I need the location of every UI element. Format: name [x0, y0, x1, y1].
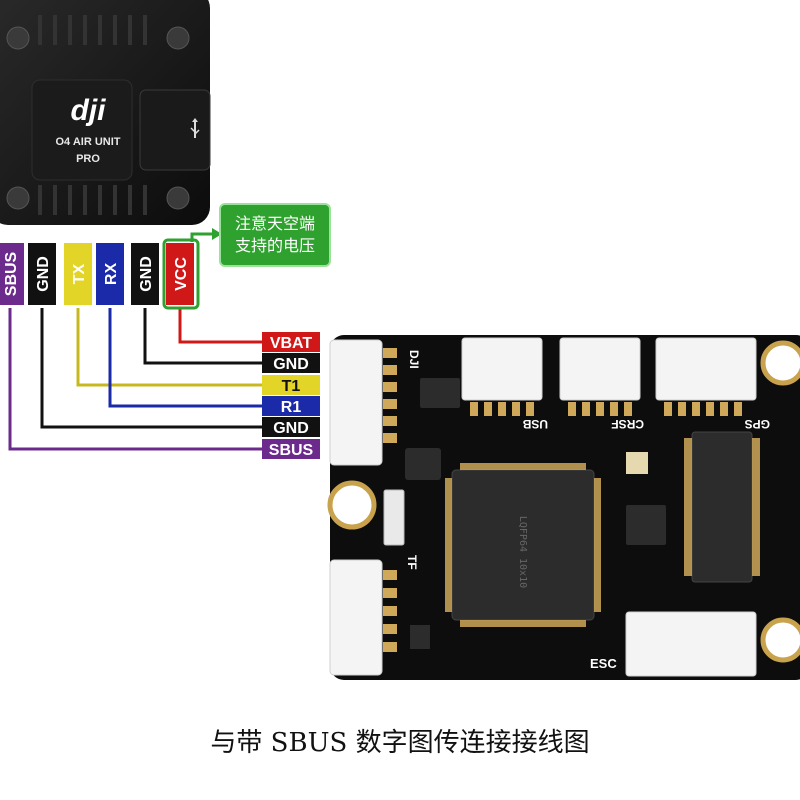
fc-pin-r1: R1: [262, 396, 320, 416]
wire-gnd-1: [40, 308, 262, 429]
note-line2: 支持的电压: [234, 236, 315, 255]
pin-swatch: [262, 417, 320, 437]
flight-controller-board: LQFP64 10x10 DJI USB CRSF GPS TF ESC: [327, 335, 800, 680]
usb-icon: [190, 118, 200, 138]
pin-swatch: [64, 243, 92, 305]
pin-swatch: [0, 243, 24, 305]
fc-pin-gnd: GND: [262, 417, 320, 437]
pin-label: R1: [281, 399, 302, 416]
wire-gnd-4: [143, 308, 262, 365]
air-unit-pin-gnd: GND: [28, 243, 56, 305]
pin-label: TX: [71, 263, 88, 284]
model-line1: O4 AIR UNIT: [56, 136, 121, 148]
pin-label: GND: [138, 256, 155, 292]
air-unit: dji O4 AIR UNIT PRO: [0, 0, 211, 225]
pin-label: T1: [282, 378, 301, 395]
note-line1: 注意天空端: [234, 214, 315, 233]
pin-label: GND: [35, 256, 52, 292]
air-unit-pin-tx: TX: [64, 243, 92, 305]
fc-pin-gnd: GND: [262, 353, 320, 373]
pin-swatch: [131, 243, 159, 305]
label-dji: DJI: [407, 350, 421, 369]
pin-label: VCC: [173, 257, 190, 291]
pin-swatch: [262, 332, 320, 352]
model-line2: PRO: [76, 153, 100, 165]
fc-pin-sbus: SBUS: [262, 439, 320, 459]
label-crsf: CRSF: [611, 417, 644, 431]
pin-swatch: [262, 439, 320, 459]
diagram-caption: 与带 SBUS 数字图传连接接线图: [210, 728, 590, 758]
air-unit-pin-gnd: GND: [131, 243, 159, 305]
pin-swatch: [28, 243, 56, 305]
pin-swatch: [96, 243, 124, 305]
heatsink-fins: [38, 15, 147, 215]
air-unit-pins: SBUS GND TX RX GND VCC: [0, 243, 194, 305]
pin-label: VBAT: [270, 335, 313, 352]
pin-swatch: [166, 243, 194, 305]
voltage-note: 注意天空端 支持的电压: [219, 203, 331, 267]
label-esc: ESC: [590, 656, 617, 671]
air-unit-pin-vcc: VCC: [166, 243, 194, 305]
label-usb: USB: [522, 417, 548, 431]
air-unit-pin-sbus: SBUS: [0, 243, 24, 305]
fc-pin-t1: T1: [262, 375, 320, 395]
wire-sbus-0: [8, 308, 262, 451]
label-gps: GPS: [745, 417, 770, 431]
pin-label: SBUS: [3, 251, 20, 296]
pin-label: GND: [273, 356, 309, 373]
air-unit-pin-rx: RX: [96, 243, 124, 305]
mcu-label: LQFP64 10x10: [517, 516, 528, 588]
pin-label: GND: [273, 420, 309, 437]
pin-label: RX: [103, 263, 120, 286]
fc-pin-vbat: VBAT: [262, 332, 320, 352]
brand-logo: dji: [71, 94, 107, 127]
wires: [8, 308, 262, 451]
wire-vcc-5: [178, 308, 262, 344]
wire-rx-3: [108, 308, 262, 408]
arrow-head-icon: [212, 228, 222, 240]
pin-swatch: [262, 375, 320, 395]
pin-swatch: [262, 396, 320, 416]
wire-tx-2: [76, 308, 262, 387]
screw-icon: [6, 26, 190, 210]
pin-swatch: [262, 353, 320, 373]
arrow-icon: [190, 232, 212, 242]
vcc-highlight: [162, 238, 200, 310]
pin-label: SBUS: [269, 442, 314, 459]
label-tf: TF: [405, 555, 419, 570]
